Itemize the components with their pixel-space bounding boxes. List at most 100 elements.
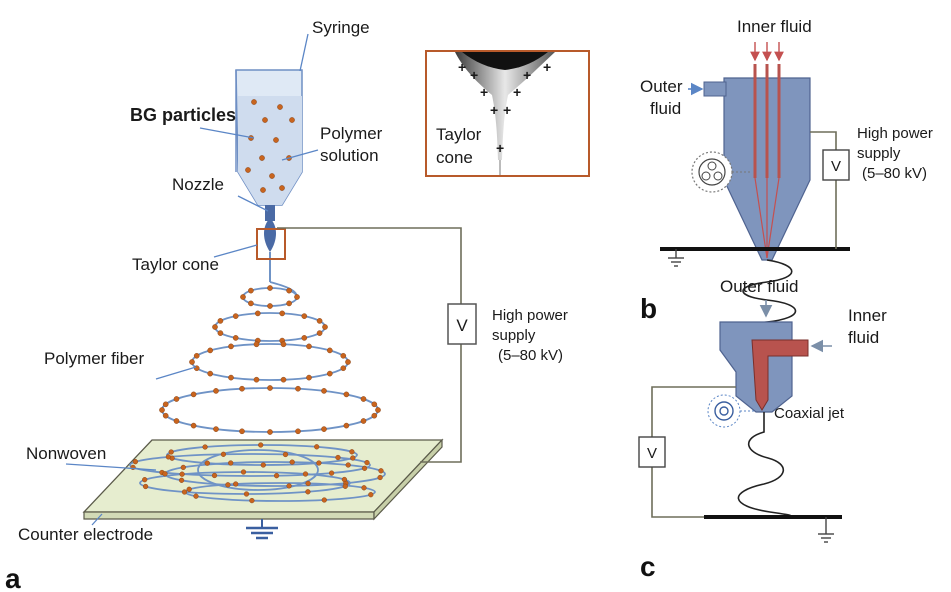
- svg-text:+: +: [470, 67, 478, 83]
- bg-particle: [239, 428, 245, 435]
- bg-particle: [295, 385, 301, 392]
- bg-particle: [173, 396, 180, 402]
- bg-particle: [260, 462, 266, 468]
- bg-particle: [132, 459, 139, 465]
- outer-fluid-label-c: Outer fluid: [720, 277, 798, 296]
- svg-text:+: +: [480, 84, 488, 100]
- bg-particle: [193, 352, 200, 359]
- bg-particle: [143, 483, 149, 490]
- bg-particle: [340, 352, 347, 359]
- bg-particle: [233, 481, 239, 487]
- bg-particle: [204, 460, 210, 466]
- bg-particle: [377, 474, 383, 481]
- bg-particle: [321, 497, 327, 503]
- nonwoven-label: Nonwoven: [26, 444, 106, 463]
- svg-text:+: +: [523, 67, 531, 83]
- inner-fluid-arrows: [750, 42, 784, 62]
- bg-particle: [361, 485, 367, 491]
- ground-symbol: [246, 519, 278, 540]
- supply-label-b-1: High power: [857, 125, 933, 142]
- bg-particle: [228, 460, 234, 466]
- bg-particle: [193, 365, 200, 372]
- bg-particle: [316, 460, 322, 466]
- jet-coil-c: [737, 412, 792, 517]
- supply-label-b-2: supply: [857, 145, 901, 162]
- counter-electrode-label: Counter electrode: [18, 525, 153, 544]
- bg-particle: [274, 473, 280, 479]
- power-circuit: V: [277, 227, 477, 463]
- bg-particle: [180, 464, 186, 471]
- ground-symbol-b: [668, 249, 684, 267]
- bg-particle: [267, 303, 273, 309]
- panel-c: V Outer fluid Inner fluid Coaxial jet c: [638, 277, 887, 582]
- bg-particle: [286, 287, 292, 294]
- bg-particle: [341, 476, 348, 483]
- taylor-cone-highlight-box: [256, 228, 286, 260]
- bg-particle: [306, 343, 312, 350]
- inner-fluid-label-c-1: Inner: [848, 306, 887, 325]
- bg-particle: [267, 385, 273, 391]
- bg-particle: [162, 412, 169, 419]
- bg-particle: [239, 385, 245, 392]
- bg-particle: [378, 468, 384, 474]
- bg-particle: [207, 370, 213, 377]
- counter-electrode: [82, 438, 444, 521]
- svg-text:+: +: [458, 59, 466, 75]
- bg-particle: [294, 294, 300, 300]
- bg-particle: [213, 388, 219, 394]
- bg-particle: [305, 480, 311, 487]
- bg-particle: [289, 459, 295, 465]
- bg-particle: [343, 391, 350, 398]
- bg-particle: [350, 455, 356, 461]
- bg-particle: [213, 426, 219, 432]
- voltmeter-box: [447, 303, 477, 345]
- bg-particle: [321, 426, 327, 432]
- bg-particle: [232, 335, 239, 341]
- bg-particle: [249, 498, 255, 504]
- voltmeter-symbol: V: [456, 316, 468, 335]
- voltmeter-symbol-b: V: [831, 158, 841, 175]
- bg-particle: [267, 429, 273, 435]
- bg-particle: [342, 483, 348, 489]
- voltmeter-box-b: [822, 149, 850, 181]
- bg-particle: [345, 462, 351, 468]
- bg-particle: [340, 365, 347, 372]
- bg-particle: [362, 465, 368, 471]
- panel-a-label: a: [5, 563, 21, 592]
- svg-text:+: +: [490, 102, 498, 118]
- panel-c-label: c: [640, 551, 656, 582]
- bg-particle: [286, 300, 292, 307]
- supply-label-1: High power: [492, 307, 568, 324]
- bg-particle: [316, 318, 323, 324]
- bg-particle: [165, 454, 172, 460]
- inset-taylor-label-1: Taylor: [436, 125, 482, 144]
- supply-label-b-3: (5–80 kV): [862, 165, 927, 182]
- bg-particle: [173, 418, 180, 424]
- bg-particle: [228, 343, 234, 350]
- outer-fluid-label-b-1: Outer: [640, 77, 683, 96]
- bg-particle: [232, 313, 239, 319]
- bg-particle: [142, 477, 148, 483]
- bg-particle: [326, 347, 333, 354]
- bg-particle: [240, 469, 247, 475]
- bg-particle: [279, 310, 286, 317]
- bg-particle: [225, 482, 231, 488]
- bg-particle: [360, 418, 367, 424]
- bg-particle: [364, 460, 370, 466]
- bg-particle: [371, 412, 378, 419]
- bg-particles-label: BG particles: [130, 105, 236, 125]
- bg-particle: [302, 471, 309, 477]
- nozzle-label: Nozzle: [172, 175, 224, 194]
- bg-particle: [220, 451, 227, 457]
- bg-particle: [243, 491, 250, 497]
- fiber-beads: [159, 285, 381, 435]
- taylor-cone-inset: +++ +++ +++ Taylor cone: [425, 50, 590, 177]
- bg-particle: [360, 396, 367, 402]
- panel-b-label: b: [640, 293, 657, 324]
- bg-particle: [286, 483, 292, 489]
- bg-particle: [190, 391, 197, 398]
- bg-particle: [314, 444, 320, 450]
- svg-text:+: +: [503, 102, 511, 118]
- nozzle: [264, 205, 276, 282]
